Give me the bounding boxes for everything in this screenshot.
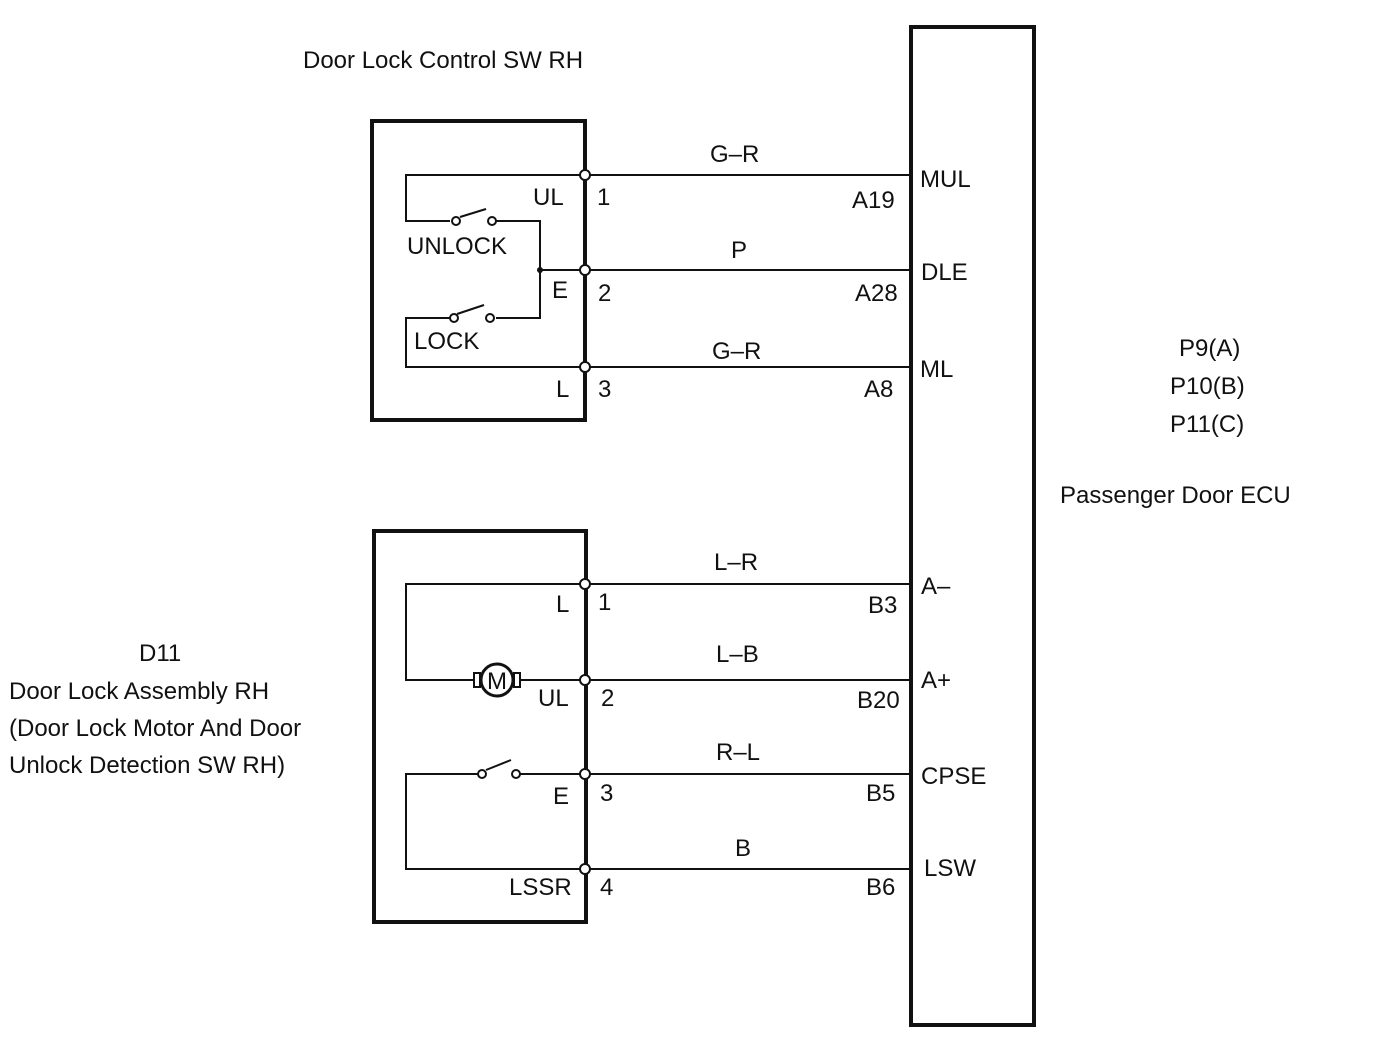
wire-color: P [731,237,747,264]
switch-internal-wiring [405,174,585,368]
switch-pin-num: 3 [598,376,611,403]
switch-pin-name: UL [533,184,564,211]
terminal-node [579,863,591,875]
assembly-pin-num: 3 [600,780,613,807]
assembly-internal-wiring [405,583,586,870]
assembly-pin-name: E [553,783,569,810]
ecu-terminal: LSW [924,855,976,882]
motor-label: M [487,668,507,695]
ecu-terminal: MUL [920,166,971,193]
ecu-pin: A8 [864,376,893,403]
ecu-name: Passenger Door ECU [1060,482,1291,509]
terminal-node [579,768,591,780]
switch-pin-num: 1 [597,184,610,211]
ecu-pin: B3 [868,592,897,619]
wire-color: B [735,835,751,862]
wire-color: G–R [712,338,761,365]
assembly-desc-line: (Door Lock Motor And Door [9,715,301,742]
wire-color: G–R [710,141,759,168]
wire-color: R–L [716,739,760,766]
switch-pin-num: 2 [598,280,611,307]
ecu-pin: B20 [857,687,900,714]
terminal-node [579,578,591,590]
ecu-terminal: DLE [921,259,968,286]
ecu-connector: P9(A) [1179,335,1240,362]
switch-wires [579,169,911,373]
motor-icon [473,662,521,698]
switch-title: Door Lock Control SW RH [303,47,583,74]
ecu-pin: A28 [855,280,898,307]
ecu-terminal: ML [920,356,953,383]
terminal-node [579,169,591,181]
assembly-pin-num: 2 [601,685,614,712]
assembly-pin-num: 4 [600,874,613,901]
assembly-id: D11 [139,640,181,667]
ecu-connector: P10(B) [1170,373,1245,400]
terminal-node [579,674,591,686]
ecu-connector: P11(C) [1170,411,1244,438]
assembly-wires [579,578,911,875]
ecu-pin: B5 [866,780,895,807]
ecu-box [909,25,1036,1027]
assembly-pin-name: LSSR [509,874,572,901]
terminal-node [579,264,591,276]
switch-pin-name: L [556,376,569,403]
assembly-desc-line: Unlock Detection SW RH) [9,752,285,779]
assembly-name: Door Lock Assembly RH [9,678,269,705]
wire-color: L–B [716,641,759,668]
ecu-pin: B6 [866,874,895,901]
lock-switch-label: LOCK [414,328,479,355]
ecu-terminal: A+ [921,667,951,694]
ecu-terminal: CPSE [921,763,986,790]
ecu-pin: A19 [852,187,895,214]
switch-pin-name: E [552,277,568,304]
assembly-pin-name: UL [538,685,569,712]
assembly-pin-name: L [556,591,569,618]
ecu-terminal: A– [921,573,951,600]
assembly-pin-num: 1 [598,589,611,616]
unlock-switch-label: UNLOCK [407,233,507,260]
wire-color: L–R [714,549,758,576]
terminal-node [579,361,591,373]
